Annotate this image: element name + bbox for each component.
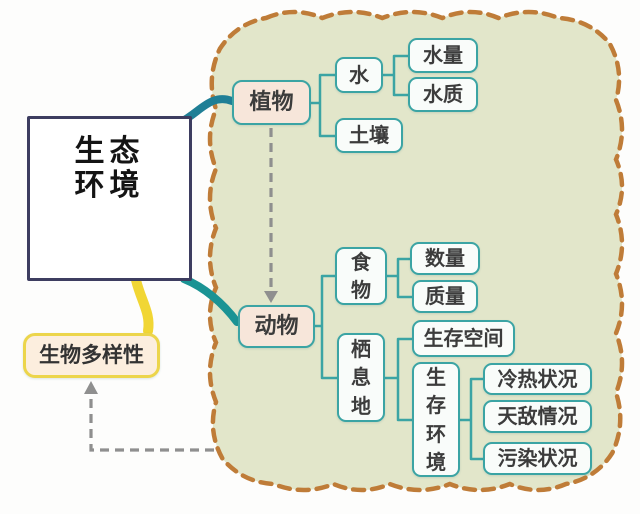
node-pollution-label: 污染状况 (497, 446, 578, 471)
node-living-space: 生存空间 (412, 320, 515, 357)
node-biodiversity-label: 生物多样性 (39, 342, 144, 367)
node-natural-enemy-label: 天敌情况 (497, 404, 578, 429)
bracket-livingenv-children (458, 377, 485, 461)
node-soil: 土壤 (335, 118, 403, 153)
node-cold-hot-condition-label: 冷热状况 (497, 366, 578, 391)
node-habitat: 栖息地 (337, 333, 385, 422)
node-cold-hot-condition: 冷热状况 (483, 363, 592, 395)
node-water-quality-label: 水质 (423, 82, 463, 107)
link-root-animal (180, 275, 241, 326)
node-water-amount-label: 水量 (423, 43, 463, 68)
node-living-space-label: 生存空间 (423, 326, 504, 351)
node-food: 食物 (335, 247, 387, 305)
node-quality-label: 质量 (425, 284, 465, 309)
node-water-quality: 水质 (408, 77, 478, 112)
node-quantity-label: 数量 (425, 246, 465, 271)
node-living-environment-label: 生存环境 (426, 364, 446, 474)
node-plant-label: 植物 (249, 89, 294, 115)
node-water-amount: 水量 (408, 38, 478, 73)
bracket-plant-children (309, 73, 337, 138)
node-animal-label: 动物 (254, 313, 299, 339)
node-food-label: 食物 (351, 249, 371, 302)
bracket-water-children (381, 54, 410, 97)
link-root-biodiversity (131, 275, 154, 336)
node-biodiversity: 生物多样性 (23, 333, 160, 378)
node-quality: 质量 (412, 280, 478, 313)
node-quantity: 数量 (410, 242, 480, 275)
node-water: 水 (335, 57, 383, 93)
node-soil-label: 土壤 (349, 123, 389, 148)
node-water-label: 水 (349, 62, 369, 87)
arrowhead-region-biodiversity (84, 381, 98, 394)
node-animal: 动物 (238, 305, 315, 348)
node-natural-enemy: 天敌情况 (483, 400, 592, 433)
bracket-food-children (385, 257, 414, 299)
node-pollution: 污染状况 (483, 442, 592, 475)
bracket-animal-children (313, 274, 339, 380)
bracket-habitat-children (383, 337, 414, 422)
node-ecological-environment: 生态环境 (27, 116, 192, 281)
node-ecological-environment-label: 生态环境 (74, 134, 145, 203)
arrow-region-biodiversity (89, 393, 214, 452)
arrowhead-plant-animal (264, 291, 278, 303)
node-living-environment: 生存环境 (412, 362, 460, 477)
node-plant: 植物 (232, 80, 311, 125)
node-habitat-label: 栖息地 (351, 336, 371, 418)
